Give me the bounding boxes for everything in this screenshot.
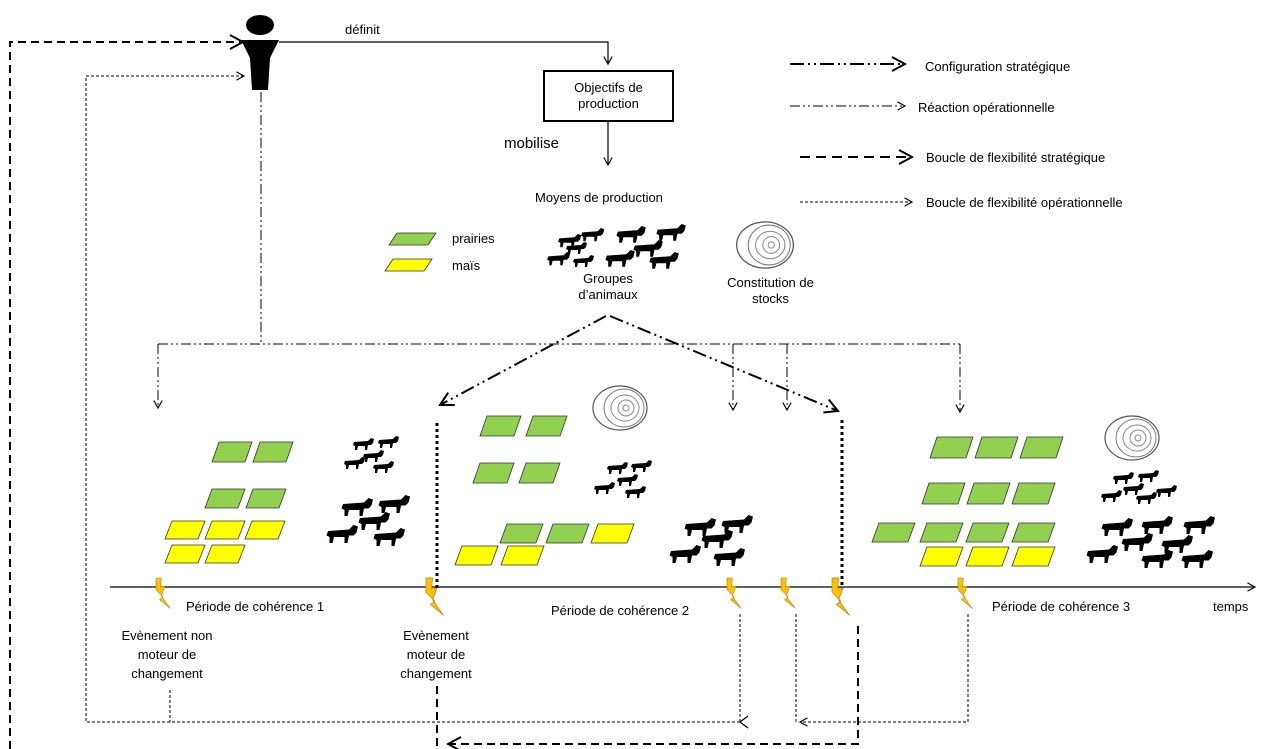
person-icon xyxy=(241,15,279,90)
legend-operational-reaction-label: Réaction opérationnelle xyxy=(918,100,1055,115)
legend-mais-swatch xyxy=(384,258,433,272)
operational-flexibility-loop xyxy=(85,71,969,727)
mobilise-label: mobilise xyxy=(504,135,560,152)
legend-strategic-loop-label: Boucle de flexibilité stratégique xyxy=(926,150,1106,165)
objectives-label: Objectifs de production xyxy=(574,80,643,111)
event-non-driver-label: Evènement non moteur de changement xyxy=(121,628,213,681)
defines-arrow xyxy=(279,41,613,66)
animal-groups-icon xyxy=(547,224,686,269)
legend-prairie-label: prairies xyxy=(452,231,495,246)
strategic-configuration-arrows xyxy=(440,315,838,411)
period-3-animals xyxy=(1086,470,1215,568)
lightning-icon xyxy=(957,577,973,609)
period-2-label: Période de cohérence 2 xyxy=(551,603,690,618)
lightning-icon xyxy=(155,577,171,609)
strategic-flexibility-loop xyxy=(9,42,859,749)
operational-loop-arrowheads xyxy=(739,715,749,729)
legend-prairie-swatch xyxy=(388,232,437,246)
period-2-boundaries xyxy=(435,420,844,588)
lightning-icon xyxy=(726,577,742,609)
period-2-animals xyxy=(594,460,753,566)
period-1-animals xyxy=(326,436,410,546)
time-axis-label: temps xyxy=(1213,599,1249,614)
hay-bale-icon xyxy=(736,221,794,269)
period-2-bale xyxy=(592,385,648,431)
period-3-bale xyxy=(1104,415,1160,461)
period-3-label: Période de cohérence 3 xyxy=(992,599,1131,614)
means-title: Moyens de production xyxy=(535,190,663,205)
legend-operational-loop-label: Boucle de flexibilité opérationnelle xyxy=(926,195,1123,210)
lightning-icon xyxy=(425,577,444,616)
lightning-icon xyxy=(780,577,796,609)
stocks-label: Constitution de stocks xyxy=(727,275,814,306)
event-driver-label: Evènement moteur de changement xyxy=(400,628,472,681)
objectives-box: Objectifs de production xyxy=(543,70,674,122)
defines-label: définit xyxy=(345,22,380,37)
animal-groups-label: Groupes d’animaux xyxy=(578,271,638,302)
operational-reaction-arrows xyxy=(153,92,965,414)
period-1-label: Période de cohérence 1 xyxy=(186,599,325,614)
legend-strategic-config-label: Configuration stratégique xyxy=(925,59,1071,74)
period-1-plots xyxy=(164,441,294,564)
legend-mais-label: maïs xyxy=(452,258,481,273)
period-2-plots xyxy=(454,415,635,566)
period-3-plots xyxy=(871,436,1064,567)
